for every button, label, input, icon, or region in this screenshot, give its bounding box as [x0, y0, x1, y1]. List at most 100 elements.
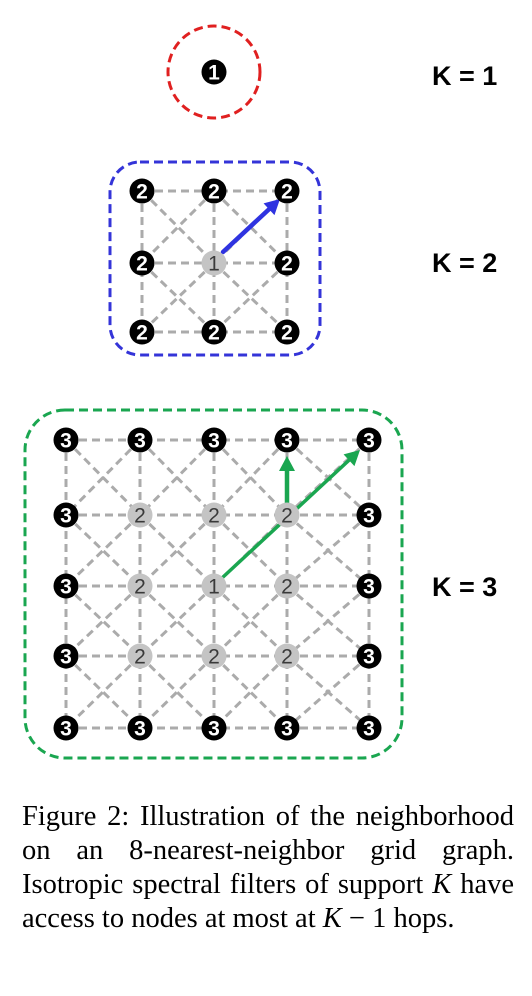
k2-node-circle	[129, 178, 155, 204]
caption-text-c: hops.	[393, 903, 455, 934]
k3-node-outer-label: 3	[363, 646, 375, 669]
k3-node-inner: 2	[127, 573, 153, 599]
k3-node-outer-circle	[127, 715, 153, 741]
k3-node-outer-circle	[53, 502, 79, 528]
k3-node-inner: 2	[274, 573, 300, 599]
k3-node-inner: 2	[201, 502, 227, 528]
k1-node-center-circle	[201, 59, 227, 85]
k3-edge-d	[138, 584, 216, 658]
k3-node-outer: 3	[53, 643, 79, 669]
k2-node: 2	[274, 178, 300, 204]
k3-edge-d	[64, 654, 142, 730]
k3-edge-d	[138, 438, 216, 517]
k3-node-inner-label: 2	[134, 646, 146, 669]
k3-node-inner-label: 2	[281, 646, 293, 669]
k3-node-inner-label: 2	[281, 505, 293, 528]
k3-node-inner: 2	[274, 502, 300, 528]
k3-node-outer: 3	[356, 427, 382, 453]
k2-node-label: 2	[136, 253, 148, 276]
k3-edge-d	[64, 584, 142, 658]
k3-node-inner-label: 2	[134, 576, 146, 599]
k2-node-circle	[201, 178, 227, 204]
k1-node-center-label: 1	[208, 62, 220, 85]
k2-edge-d	[212, 189, 289, 265]
k3-node-inner-label: 2	[281, 576, 293, 599]
k3-edge-d	[138, 584, 216, 658]
k2-node-label: 2	[281, 322, 293, 345]
k3-node-outer: 3	[53, 427, 79, 453]
k3-edge-d	[286, 584, 370, 658]
k2-edge-d	[140, 261, 216, 334]
k3-node-inner-circle	[127, 502, 153, 528]
k3-edge-d	[64, 513, 142, 588]
k3-node-outer-circle	[53, 427, 79, 453]
k2-node-label: 2	[281, 253, 293, 276]
k2-node: 2	[274, 250, 300, 276]
k3-edge-d	[138, 654, 216, 730]
k2-node: 2	[201, 178, 227, 204]
k3-edge-d	[212, 654, 289, 730]
k2-node: 2	[129, 319, 155, 345]
k2-node-circle	[274, 178, 300, 204]
k2-node-label: 2	[208, 322, 220, 345]
k3-node-outer-label: 3	[363, 505, 375, 528]
support-borders	[23, 24, 404, 760]
k3-node-outer: 3	[201, 427, 227, 453]
caption-text-b: have access to nodes at most at	[22, 869, 514, 934]
k2-border	[108, 160, 322, 357]
k1-node-center: 1	[201, 59, 227, 85]
k3-node-outer-circle	[201, 427, 227, 453]
k3-node-outer-circle	[53, 715, 79, 741]
k2-node-circle	[274, 319, 300, 345]
k2-label: K = 2	[432, 248, 497, 278]
k3-node-outer-label: 3	[363, 430, 375, 453]
k3-node-inner: 2	[127, 643, 153, 669]
k2-node: 2	[274, 319, 300, 345]
k2-node-circle	[129, 250, 155, 276]
k2-edge-d	[140, 189, 216, 265]
k3-node-outer-circle	[53, 643, 79, 669]
k3-arrow-up-head	[279, 456, 295, 471]
k2-node-center-label: 1	[208, 253, 220, 276]
k3-edge-d	[212, 654, 289, 730]
k3-node-outer-circle	[274, 715, 300, 741]
k3-node-inner: 2	[274, 643, 300, 669]
k3-node-outer-label: 3	[60, 430, 72, 453]
caption-minus: − 1	[341, 903, 387, 934]
k3-node-outer: 3	[274, 715, 300, 741]
k2-node-label: 2	[136, 181, 148, 204]
k2-node: 2	[201, 319, 227, 345]
k3-node-inner-circle	[127, 643, 153, 669]
k3-node-outer-circle	[356, 427, 382, 453]
k2-node-center-circle	[201, 250, 227, 276]
k2-node: 2	[129, 250, 155, 276]
k3-node-outer-label: 3	[208, 430, 220, 453]
k2-node-circle	[201, 319, 227, 345]
k3-edge-d	[286, 654, 370, 730]
k3-node-outer-circle	[356, 573, 382, 599]
k2-node-circle	[129, 319, 155, 345]
k3-edge-d	[64, 654, 142, 730]
k1-label: K = 1	[432, 61, 497, 91]
k3-node-inner: 2	[201, 643, 227, 669]
k3-edge-d	[212, 438, 289, 517]
k3-edge-d	[138, 654, 216, 730]
k3-node-outer-circle	[356, 715, 382, 741]
k3-node-outer-circle	[356, 502, 382, 528]
figure-label: Figure 2:	[22, 801, 130, 832]
k2-edge-d	[140, 189, 216, 265]
k2-node-label: 2	[136, 322, 148, 345]
k1-border	[166, 24, 262, 120]
k3-edge-d	[64, 584, 142, 658]
k2-arrow	[220, 199, 280, 255]
k3-edge-d	[64, 513, 142, 588]
k3-node-outer-circle	[53, 573, 79, 599]
k3-edge-d	[212, 584, 289, 658]
caption-text-a: Illustration of the neighborhood on an 8…	[22, 801, 515, 900]
k3-edge-d	[212, 584, 289, 658]
k3-edge-d	[286, 513, 370, 588]
k3-node-inner-label: 2	[134, 505, 146, 528]
k3-node-outer-label: 3	[208, 718, 220, 741]
